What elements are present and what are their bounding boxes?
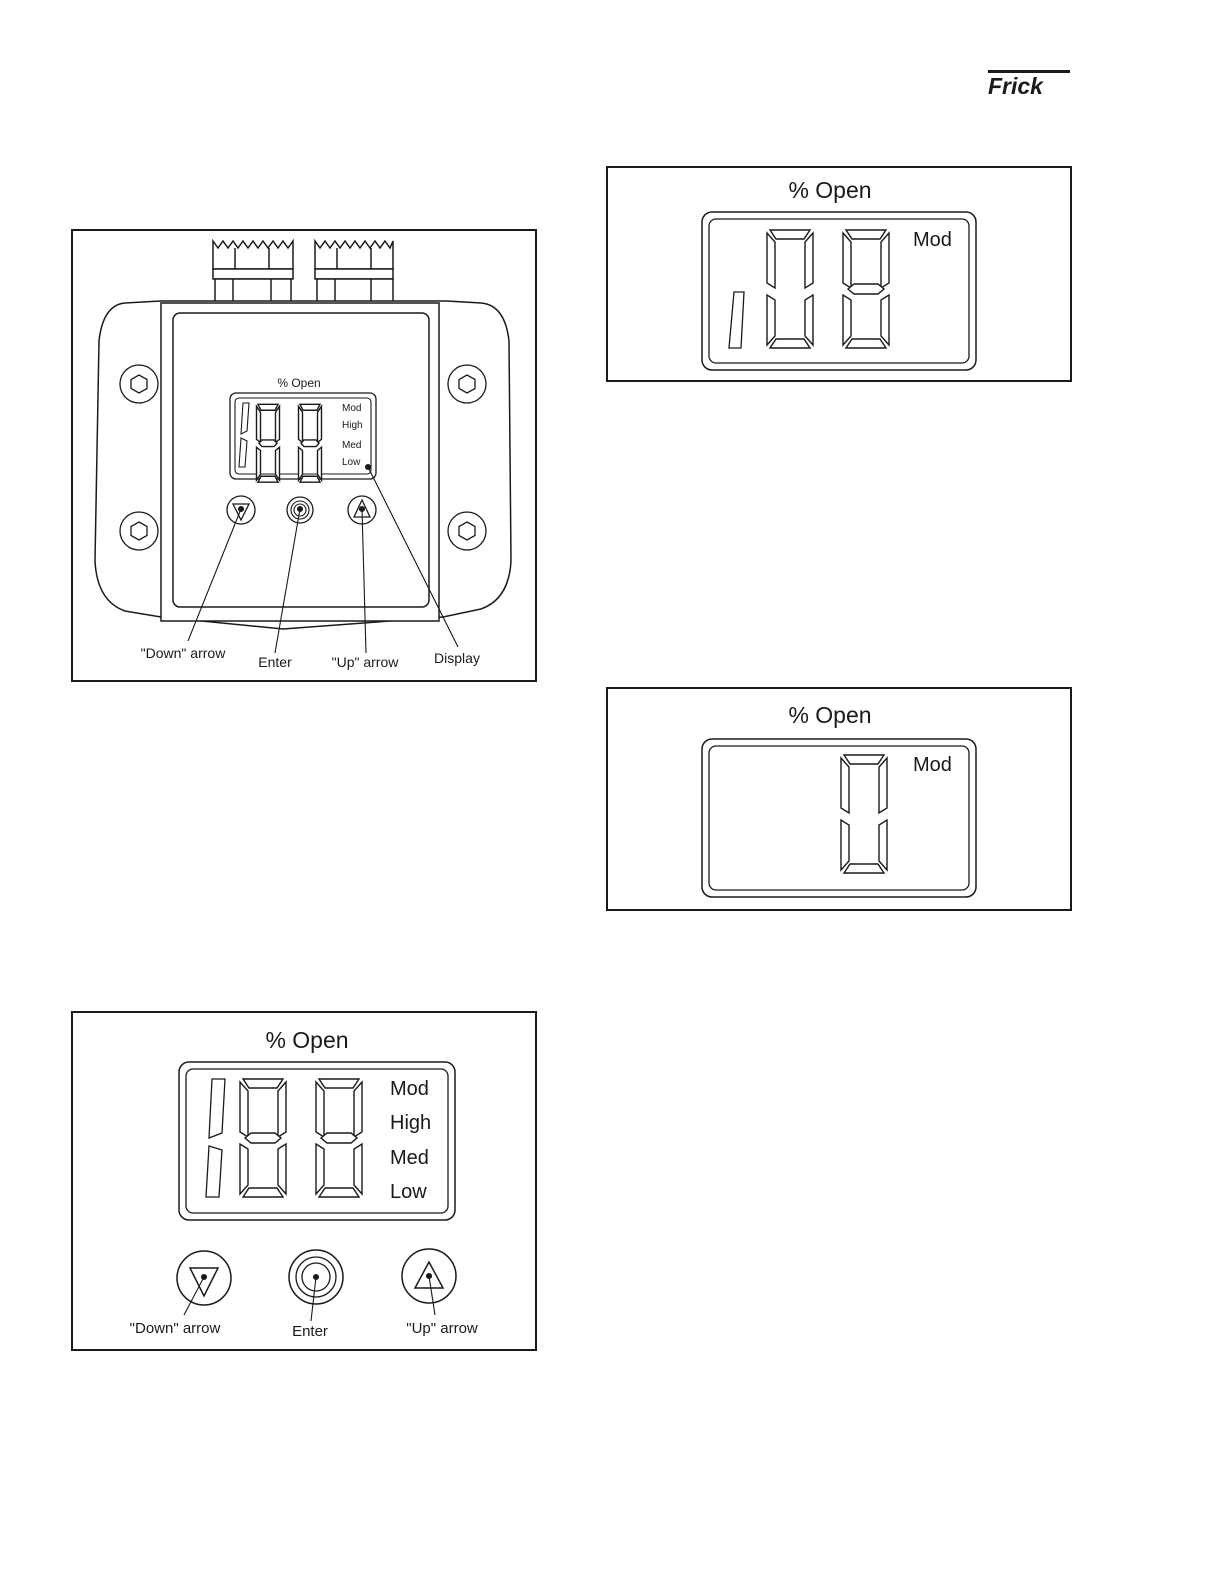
indicator-med: Med — [342, 440, 361, 451]
lcd-segment — [879, 820, 887, 870]
lcd-segment — [767, 233, 775, 288]
lcd-segment — [846, 339, 886, 348]
lcd-segment — [245, 1133, 281, 1143]
lcd-display: Mod High Med Low — [179, 1062, 455, 1220]
frick-logo: Frick — [986, 68, 1072, 98]
callout-display: Display — [434, 650, 480, 666]
lcd-segment — [805, 295, 813, 345]
lcd-segment — [276, 406, 280, 442]
lcd-segment — [805, 233, 813, 288]
lcd-segment — [243, 1188, 283, 1197]
lcd-segment — [258, 476, 278, 482]
indicator-mod: Mod — [390, 1078, 429, 1100]
lcd-segment — [354, 1082, 362, 1137]
callout-up-arrow: "Up" arrow — [332, 654, 400, 670]
display-title: % Open — [788, 702, 871, 728]
logo-text: Frick — [988, 73, 1044, 98]
display-title: % Open — [265, 1027, 348, 1053]
lcd-segment — [259, 440, 277, 447]
lcd-segment — [319, 1188, 359, 1197]
lcd-segment — [278, 1082, 286, 1137]
display-reading-08-diagram: % Open Mod — [606, 166, 1072, 382]
display-title: % Open — [788, 177, 871, 203]
lcd-segment — [257, 447, 261, 480]
lcd-segment — [276, 447, 280, 480]
lcd-segment — [240, 1144, 248, 1194]
label-up-arrow: "Up" arrow — [406, 1320, 478, 1337]
lcd-segment — [318, 447, 322, 480]
indicator-med: Med — [390, 1147, 429, 1169]
lcd-segment — [243, 1079, 283, 1088]
lcd-segment — [299, 406, 303, 442]
indicator-high: High — [390, 1112, 431, 1134]
lcd-segment — [301, 440, 319, 447]
lcd-segment — [318, 406, 322, 442]
lcd-segment — [770, 230, 810, 239]
indicator-mod: Mod — [913, 229, 952, 251]
callout-enter: Enter — [258, 654, 292, 670]
lcd-segment — [767, 295, 775, 345]
indicator-high: High — [342, 420, 363, 431]
lcd-segment — [881, 295, 889, 345]
cable-gland-left — [213, 241, 293, 305]
display-title: % Open — [277, 376, 320, 390]
label-enter: Enter — [292, 1323, 328, 1340]
lcd-segment — [300, 476, 320, 482]
lcd-segment — [848, 284, 884, 294]
indicator-low: Low — [342, 457, 361, 468]
lcd-display: Mod — [702, 212, 976, 370]
lcd-segment — [321, 1133, 357, 1143]
lcd-segment — [316, 1144, 324, 1194]
lcd-segment — [841, 820, 849, 870]
label-down-arrow: "Down" arrow — [130, 1320, 221, 1337]
lcd-segment — [257, 406, 261, 442]
display-reading-0-diagram: % Open Mod — [606, 687, 1072, 911]
device-diagram: % Open Mod High Med Low — [71, 229, 537, 682]
lcd-segment — [770, 339, 810, 348]
lcd-segment — [843, 233, 851, 288]
lcd-segment — [278, 1144, 286, 1194]
indicator-mod: Mod — [342, 403, 361, 414]
lcd-segment — [841, 758, 849, 813]
lcd-segment — [354, 1144, 362, 1194]
lcd-display: Mod — [702, 739, 976, 897]
lcd-segment — [844, 755, 884, 764]
lcd-segment — [319, 1079, 359, 1088]
lcd-display: Mod High Med Low — [230, 393, 376, 482]
lcd-segment — [843, 295, 851, 345]
lcd-segment — [258, 404, 278, 410]
lcd-segment — [879, 758, 887, 813]
cable-gland-right — [315, 241, 393, 305]
indicator-low: Low — [390, 1181, 427, 1203]
display-closeup-diagram: % Open Mod High Med Low — [71, 1011, 537, 1351]
lcd-segment — [299, 447, 303, 480]
lcd-segment — [240, 1082, 248, 1137]
callout-down-arrow: "Down" arrow — [141, 645, 227, 661]
lcd-segment — [300, 404, 320, 410]
lcd-segment — [846, 230, 886, 239]
indicator-mod: Mod — [913, 754, 952, 776]
lcd-segment — [844, 864, 884, 873]
lcd-segment — [881, 233, 889, 288]
lcd-segment — [316, 1082, 324, 1137]
